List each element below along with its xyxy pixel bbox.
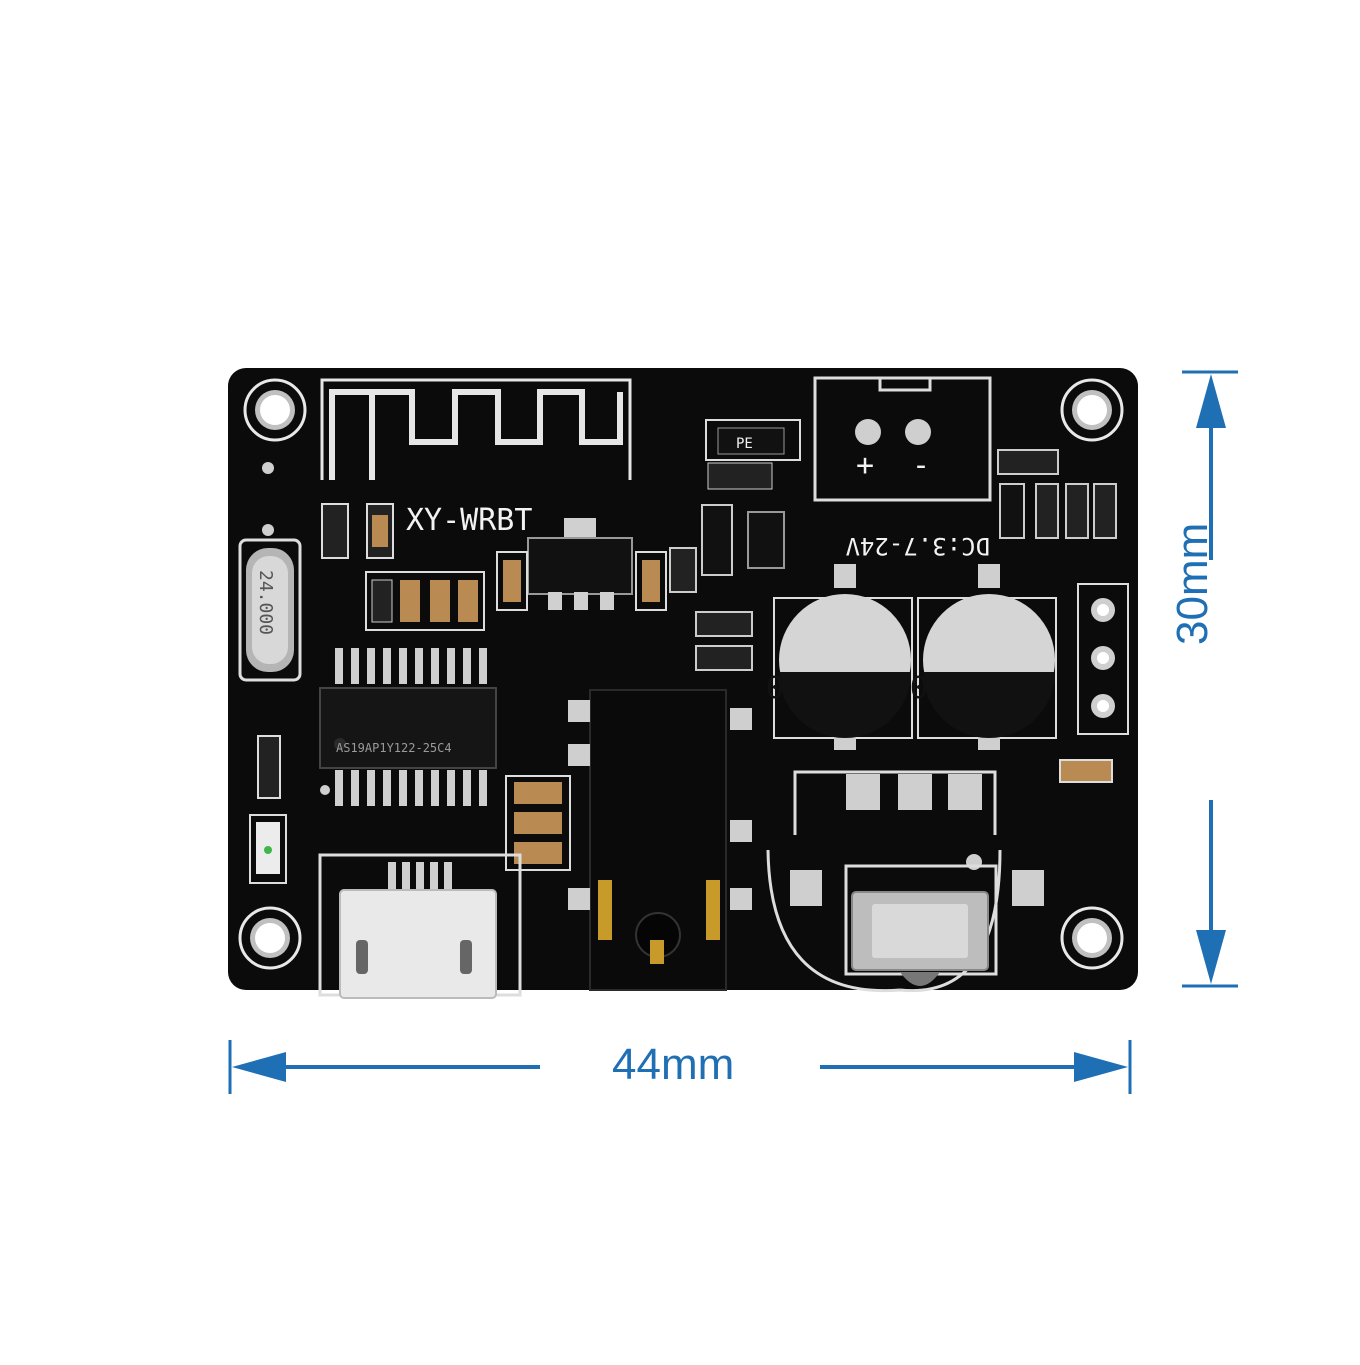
capacitor-right-voltage: 16V bbox=[940, 668, 994, 703]
ir-receiver bbox=[766, 770, 1044, 993]
power-connector: + - bbox=[813, 376, 992, 502]
pcb-board bbox=[228, 368, 1138, 990]
crystal-label: 24.000 bbox=[255, 570, 276, 635]
mounting-hole-top-right bbox=[1060, 378, 1124, 442]
smd-row bbox=[365, 571, 485, 631]
mounting-hole-bottom-right bbox=[1060, 906, 1124, 970]
capacitor-right-series: VT bbox=[988, 668, 1024, 703]
dimension-width-arrow bbox=[228, 1040, 1132, 1094]
mounting-hole-top-left bbox=[243, 378, 307, 442]
capacitor-left-voltage: 16V bbox=[796, 668, 850, 703]
voltage-regulator bbox=[527, 518, 633, 610]
capacitor-right-value: 100 bbox=[910, 668, 964, 703]
width-dimension-label: 44mm bbox=[612, 1040, 735, 1089]
height-dimension-label: 30mm bbox=[1168, 522, 1217, 645]
header-pins bbox=[1077, 583, 1129, 735]
dimension-height-arrow bbox=[1182, 370, 1238, 988]
mounting-hole-bottom-left bbox=[238, 906, 302, 970]
diode-label: PE bbox=[736, 436, 753, 452]
antenna-trace bbox=[329, 389, 623, 480]
plus-terminal-label: + bbox=[856, 448, 874, 483]
capacitor-left-value: 100 bbox=[766, 668, 820, 703]
capacitor-right: 100 16V VT bbox=[910, 564, 1057, 750]
micro-usb-connector bbox=[318, 853, 522, 999]
diode: PE bbox=[705, 419, 801, 490]
main-chip: AS19AP1Y122-25C4 bbox=[319, 648, 497, 806]
power-label: DC:3.7-24V bbox=[846, 532, 991, 560]
audio-jack bbox=[568, 689, 752, 991]
capacitor-left: 100 16V VT bbox=[766, 564, 913, 750]
crystal-oscillator: 24.000 bbox=[238, 538, 302, 682]
minus-terminal-label: - bbox=[912, 448, 930, 483]
capacitor-left-series: VT bbox=[844, 668, 880, 703]
model-label: XY-WRBT bbox=[406, 503, 532, 538]
chip-label: AS19AP1Y122-25C4 bbox=[336, 741, 452, 755]
